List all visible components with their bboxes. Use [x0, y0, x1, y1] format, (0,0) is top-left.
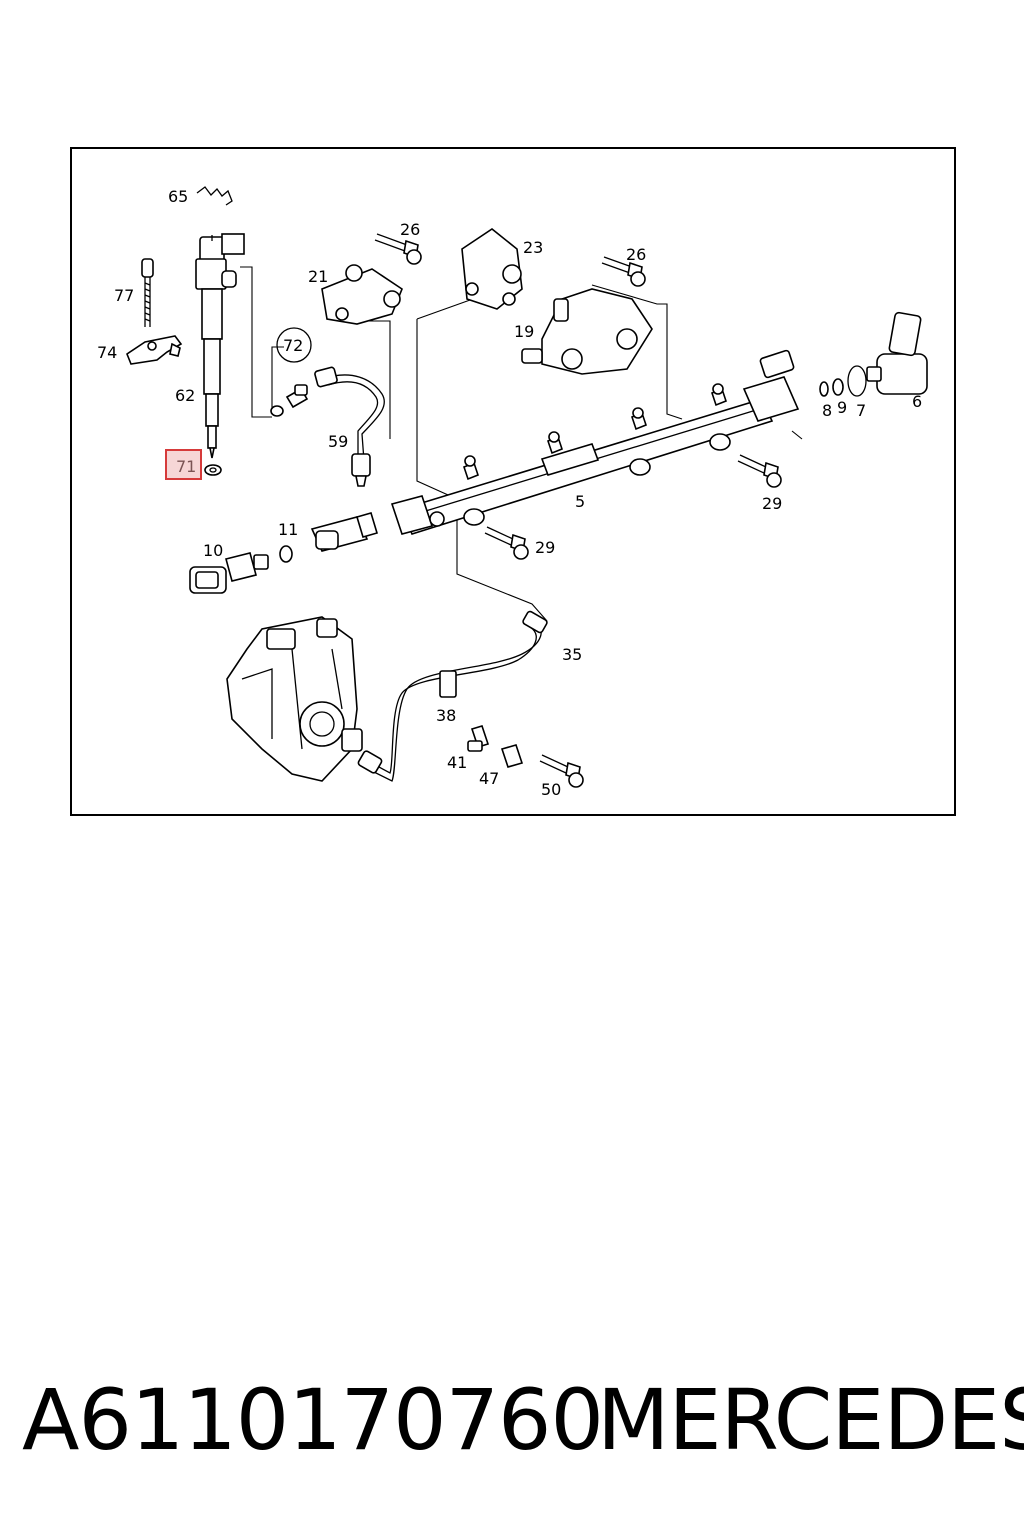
fuel-rail-icon	[390, 349, 800, 535]
label-6[interactable]: 6	[912, 392, 922, 411]
o-ring-8-icon	[819, 381, 829, 397]
temperature-sensor-icon	[189, 552, 269, 594]
label-50[interactable]: 50	[541, 780, 561, 799]
label-41[interactable]: 41	[447, 753, 467, 772]
label-8[interactable]: 8	[822, 401, 832, 420]
injector-line-icon	[314, 366, 385, 487]
bolt-icon	[141, 258, 154, 327]
sealing-ring-icon	[279, 545, 293, 563]
highlight-box	[165, 449, 202, 480]
seal-washer-icon	[204, 464, 222, 476]
bolt-29a-icon	[737, 454, 782, 488]
label-47[interactable]: 47	[479, 769, 499, 788]
label-59[interactable]: 59	[328, 432, 348, 451]
bracket-21-icon	[321, 264, 403, 325]
clamp-41-icon	[467, 725, 490, 752]
label-72[interactable]: 72	[283, 336, 303, 355]
label-21[interactable]: 21	[308, 267, 328, 286]
label-65[interactable]: 65	[168, 187, 188, 206]
o-ring-7-icon	[847, 365, 867, 397]
brand-name: MERCEDES	[597, 1371, 1024, 1469]
fuel-rail-exploded-diagram: 65 77 74 62 71 72 59 21 26 23 26 19 8 9 …	[97, 186, 928, 799]
label-29b[interactable]: 29	[535, 538, 555, 557]
diagram-frame: 65 77 74 62 71 72 59 21 26 23 26 19 8 9 …	[70, 147, 956, 816]
pressure-regulator-icon	[866, 311, 928, 395]
label-10[interactable]: 10	[203, 541, 223, 560]
rail-pressure-sensor-icon	[310, 512, 378, 552]
bracket-23-icon	[461, 228, 523, 310]
clip-icon	[196, 186, 233, 206]
bracket-19-icon	[521, 288, 653, 375]
bolt-26b-icon	[601, 256, 646, 287]
label-23[interactable]: 23	[523, 238, 543, 257]
high-pressure-pump-icon	[226, 616, 363, 782]
label-11[interactable]: 11	[278, 520, 298, 539]
bolt-26a-icon	[374, 233, 422, 265]
clamp-icon	[126, 335, 183, 365]
label-62[interactable]: 62	[175, 386, 195, 405]
label-26a[interactable]: 26	[400, 220, 420, 239]
label-38[interactable]: 38	[436, 706, 456, 725]
footer: A6110170760 MERCEDES	[0, 1370, 1024, 1480]
label-29a[interactable]: 29	[762, 494, 782, 513]
part-number: A6110170760	[22, 1371, 604, 1469]
label-35[interactable]: 35	[562, 645, 582, 664]
clip-47-icon	[500, 744, 524, 768]
label-9[interactable]: 9	[837, 398, 847, 417]
label-74[interactable]: 74	[97, 343, 117, 362]
bolt-29b-icon	[484, 526, 529, 560]
label-26b[interactable]: 26	[626, 245, 646, 264]
o-ring-9-icon	[832, 378, 844, 396]
label-7[interactable]: 7	[856, 401, 866, 420]
injector-icon	[195, 233, 245, 459]
pump-line-icon	[357, 610, 548, 782]
bolt-50-icon	[539, 754, 584, 788]
label-77[interactable]: 77	[114, 286, 134, 305]
leakoff-fitting-icon	[270, 327, 312, 417]
label-5[interactable]: 5	[575, 492, 585, 511]
label-19[interactable]: 19	[514, 322, 534, 341]
label-71[interactable]: 71	[176, 457, 196, 476]
